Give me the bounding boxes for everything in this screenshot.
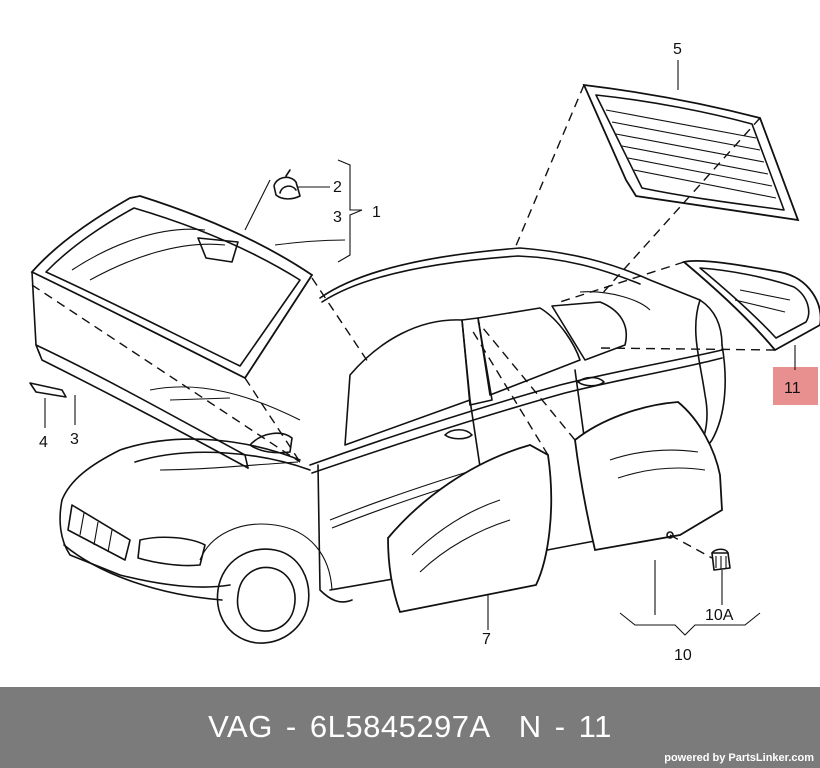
rear-quarter-glass bbox=[682, 259, 820, 352]
powered-by-link[interactable]: powered by PartsLinker.com bbox=[664, 752, 814, 764]
rear-door-glass bbox=[574, 401, 723, 552]
callout-7: 7 bbox=[482, 631, 491, 648]
windshield bbox=[30, 195, 314, 469]
callout-lines bbox=[74, 60, 796, 636]
callout-4: 4 bbox=[39, 434, 48, 451]
leader-lines bbox=[31, 84, 776, 559]
callout-1: 1 bbox=[372, 204, 381, 221]
front-door-glass bbox=[387, 444, 553, 614]
part-number-title: VAG - 6L5845297A N - 11 bbox=[0, 709, 820, 745]
car-glass-exploded-diagram: 1 2 3 3 4 5 7 10 10A 11 bbox=[29, 41, 820, 664]
callout-10a: 10A bbox=[705, 607, 734, 624]
callout-3-lower: 3 bbox=[70, 431, 79, 448]
diagram-ref: N - 11 bbox=[518, 709, 612, 744]
callout-10: 10 bbox=[674, 647, 692, 664]
callout-labels: 1 2 3 3 4 5 7 10 10A 11 bbox=[39, 41, 801, 664]
callout-5: 5 bbox=[673, 41, 682, 58]
footer-bar: VAG - 6L5845297A N - 11 powered by PartsL… bbox=[0, 687, 820, 768]
callout-11: 11 bbox=[784, 380, 801, 397]
callout-3-upper: 3 bbox=[333, 209, 342, 226]
callout-11-highlight bbox=[773, 367, 818, 405]
part-number: VAG - 6L5845297A bbox=[208, 709, 491, 744]
car-body bbox=[59, 247, 726, 644]
rear-window bbox=[582, 83, 800, 222]
clip-part-2 bbox=[273, 169, 301, 200]
callout-2: 2 bbox=[333, 179, 342, 196]
clip-part-4 bbox=[29, 382, 67, 428]
plug-part-10a bbox=[711, 548, 731, 571]
